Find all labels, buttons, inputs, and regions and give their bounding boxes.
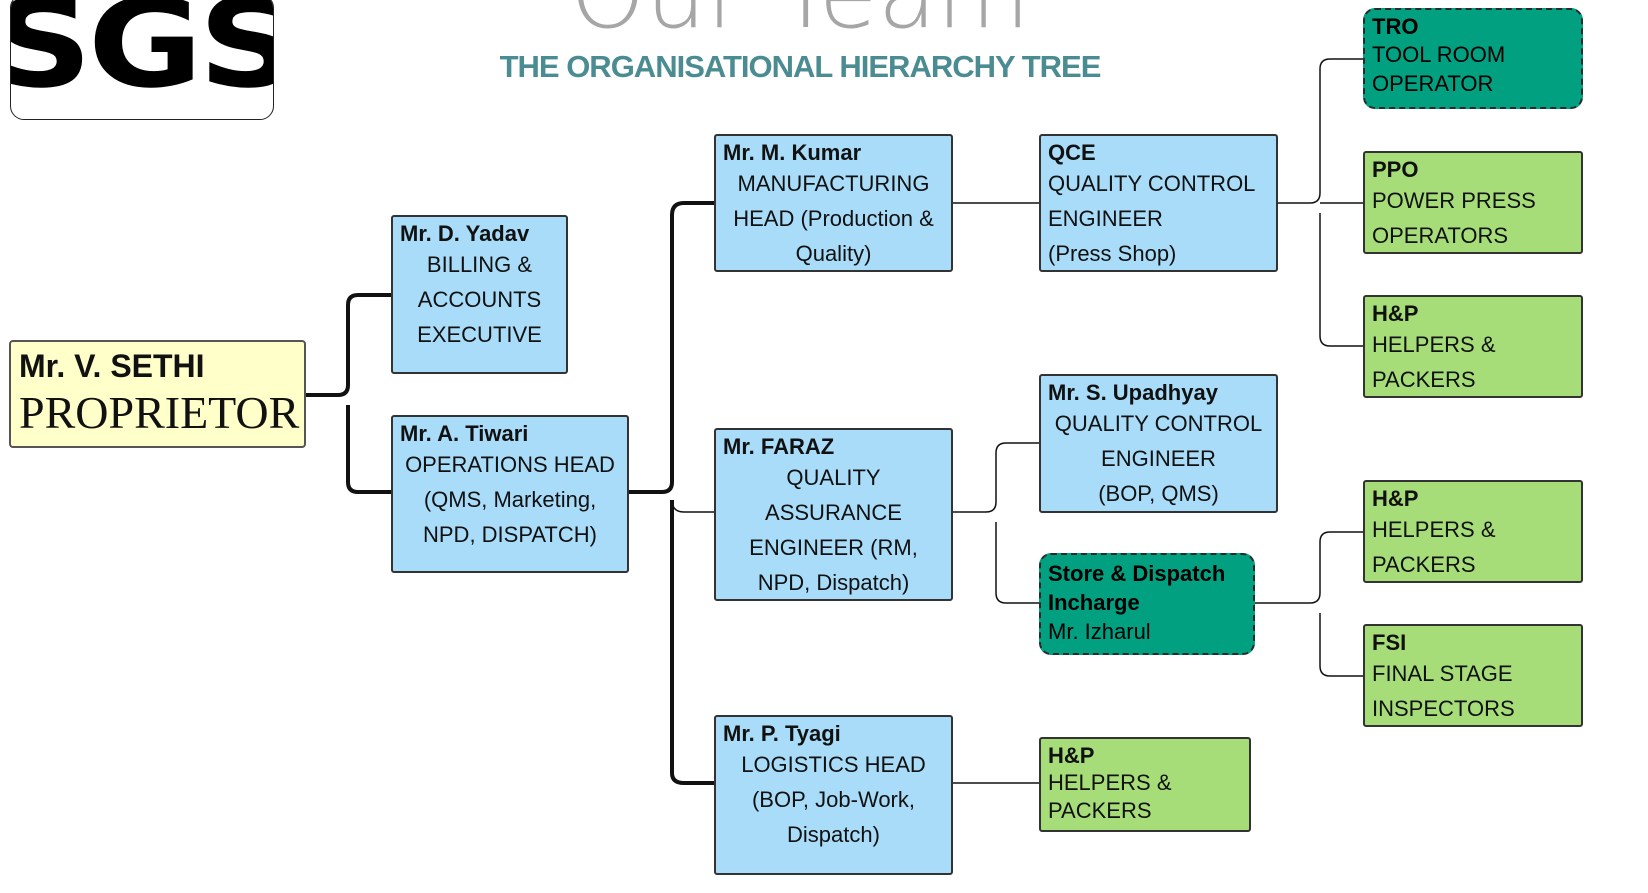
- connector-faraz-branches: [952, 442, 1039, 604]
- node-name: TRO: [1372, 14, 1419, 39]
- node-name: QCE: [1048, 140, 1096, 165]
- node-name: Mr. S. Upadhyay: [1048, 380, 1218, 405]
- node-store-dispatch: Store & Dispatch Incharge Mr. Izharul: [1039, 553, 1255, 655]
- node-role: QUALITY CONTROL ENGINEER (Press Shop): [1048, 171, 1256, 266]
- node-role: Mr. Izharul: [1048, 619, 1151, 644]
- page-title: Our Team: [440, 0, 1160, 42]
- node-manufacturing-kumar: Mr. M. Kumar MANUFACTURING HEAD (Product…: [714, 134, 953, 272]
- connector-tiwari-heads: [628, 201, 714, 785]
- node-helpers-packers-logistics: H&P HELPERS & PACKERS: [1039, 737, 1251, 832]
- node-name: H&P: [1048, 743, 1095, 768]
- node-role: OPERATIONS HEAD (QMS, Marketing, NPD, DI…: [405, 452, 615, 547]
- node-power-press-operators: PPO POWER PRESS OPERATORS: [1363, 151, 1583, 254]
- node-role: HELPERS & PACKERS: [1048, 770, 1172, 823]
- node-role: PROPRIETOR: [19, 387, 300, 438]
- node-role: QUALITY CONTROL ENGINEER (BOP, QMS): [1054, 411, 1263, 506]
- node-name: Mr. V. SETHI: [19, 348, 205, 384]
- node-role: LOGISTICS HEAD (BOP, Job-Work, Dispatch): [741, 752, 926, 847]
- node-tool-room-operator: TRO TOOL ROOM OPERATOR: [1363, 8, 1583, 109]
- node-role: BILLING & ACCOUNTS EXECUTIVE: [417, 252, 542, 347]
- node-role: MANUFACTURING HEAD (Production & Quality…: [733, 171, 934, 266]
- node-role: HELPERS & PACKERS: [1372, 517, 1496, 577]
- page-subtitle: THE ORGANISATIONAL HIERARCHY TREE: [499, 49, 1102, 84]
- node-proprietor-sethi: Mr. V. SETHI PROPRIETOR: [9, 340, 306, 448]
- node-helpers-packers-store: H&P HELPERS & PACKERS: [1363, 480, 1583, 583]
- node-name: Store & Dispatch Incharge: [1048, 561, 1226, 615]
- node-name: Mr. FARAZ: [723, 434, 835, 459]
- node-role: HELPERS & PACKERS: [1372, 332, 1496, 392]
- node-final-stage-inspectors: FSI FINAL STAGE INSPECTORS: [1363, 624, 1583, 727]
- connector-sethi-level1: [306, 293, 391, 494]
- node-qce: QCE QUALITY CONTROL ENGINEER (Press Shop…: [1039, 134, 1278, 272]
- node-name: H&P: [1372, 486, 1419, 511]
- node-quality-faraz: Mr. FARAZ QUALITY ASSURANCE ENGINEER (RM…: [714, 428, 953, 601]
- node-qc-upadhyay: Mr. S. Upadhyay QUALITY CONTROL ENGINEER…: [1039, 374, 1278, 513]
- connector-qce-staff: [1277, 58, 1363, 347]
- node-operations-tiwari: Mr. A. Tiwari OPERATIONS HEAD (QMS, Mark…: [391, 415, 629, 573]
- node-logistics-tyagi: Mr. P. Tyagi LOGISTICS HEAD (BOP, Job-Wo…: [714, 715, 953, 875]
- node-name: Mr. M. Kumar: [723, 140, 862, 165]
- node-name: H&P: [1372, 301, 1419, 326]
- node-name: Mr. P. Tyagi: [723, 721, 841, 746]
- connector-tiwari-faraz: [671, 499, 714, 513]
- node-role: FINAL STAGE INSPECTORS: [1372, 661, 1515, 721]
- sgs-logo: SGS: [10, 0, 274, 120]
- node-helpers-packers-qce: H&P HELPERS & PACKERS: [1363, 295, 1583, 398]
- node-role: POWER PRESS OPERATORS: [1372, 188, 1536, 248]
- node-name: FSI: [1372, 630, 1407, 655]
- node-role: TOOL ROOM OPERATOR: [1372, 42, 1506, 96]
- logo-text: SGS: [11, 0, 273, 115]
- node-role: QUALITY ASSURANCE ENGINEER (RM, NPD, Dis…: [749, 465, 918, 595]
- connector-store-staff: [1254, 531, 1363, 677]
- node-name: Mr. D. Yadav: [400, 221, 530, 246]
- node-billing-yadav: Mr. D. Yadav BILLING & ACCOUNTS EXECUTIV…: [391, 215, 568, 374]
- node-name: PPO: [1372, 157, 1419, 182]
- node-name: Mr. A. Tiwari: [400, 421, 529, 446]
